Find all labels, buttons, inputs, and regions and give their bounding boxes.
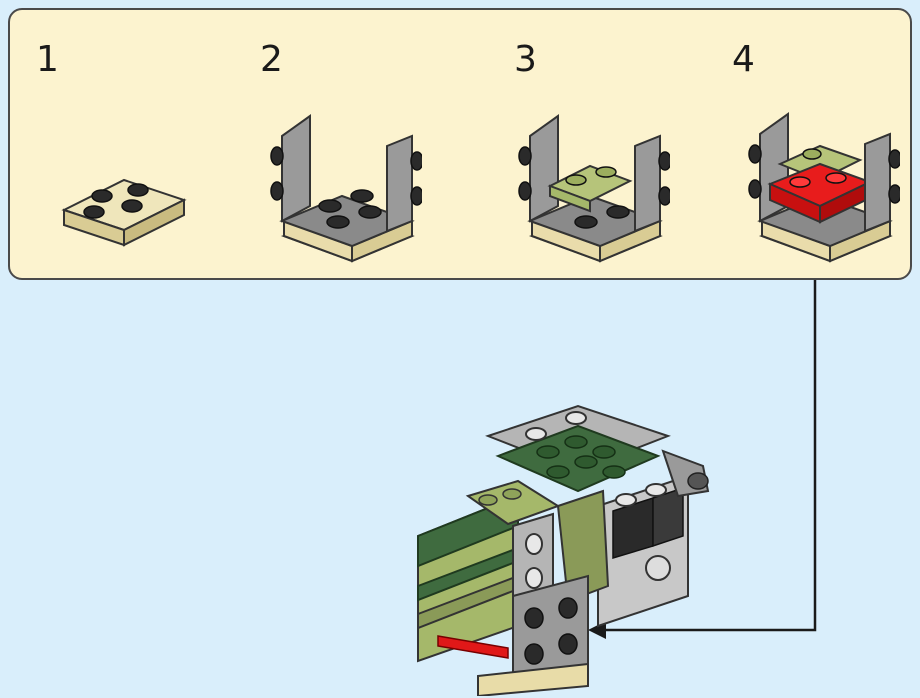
- steps-panel: 1 2 3 4: [8, 8, 912, 280]
- bracket-gray-icon: [262, 96, 422, 266]
- step-4-number: 4: [732, 39, 755, 80]
- step-2-number: 2: [260, 39, 283, 80]
- assembled-model-icon: [408, 396, 738, 696]
- step-3-number: 3: [514, 39, 537, 80]
- bracket-olive-icon: [510, 96, 670, 266]
- step-1-number: 1: [36, 39, 59, 80]
- brick-tan-2x2-icon: [54, 170, 194, 250]
- bracket-red-icon: [740, 94, 900, 266]
